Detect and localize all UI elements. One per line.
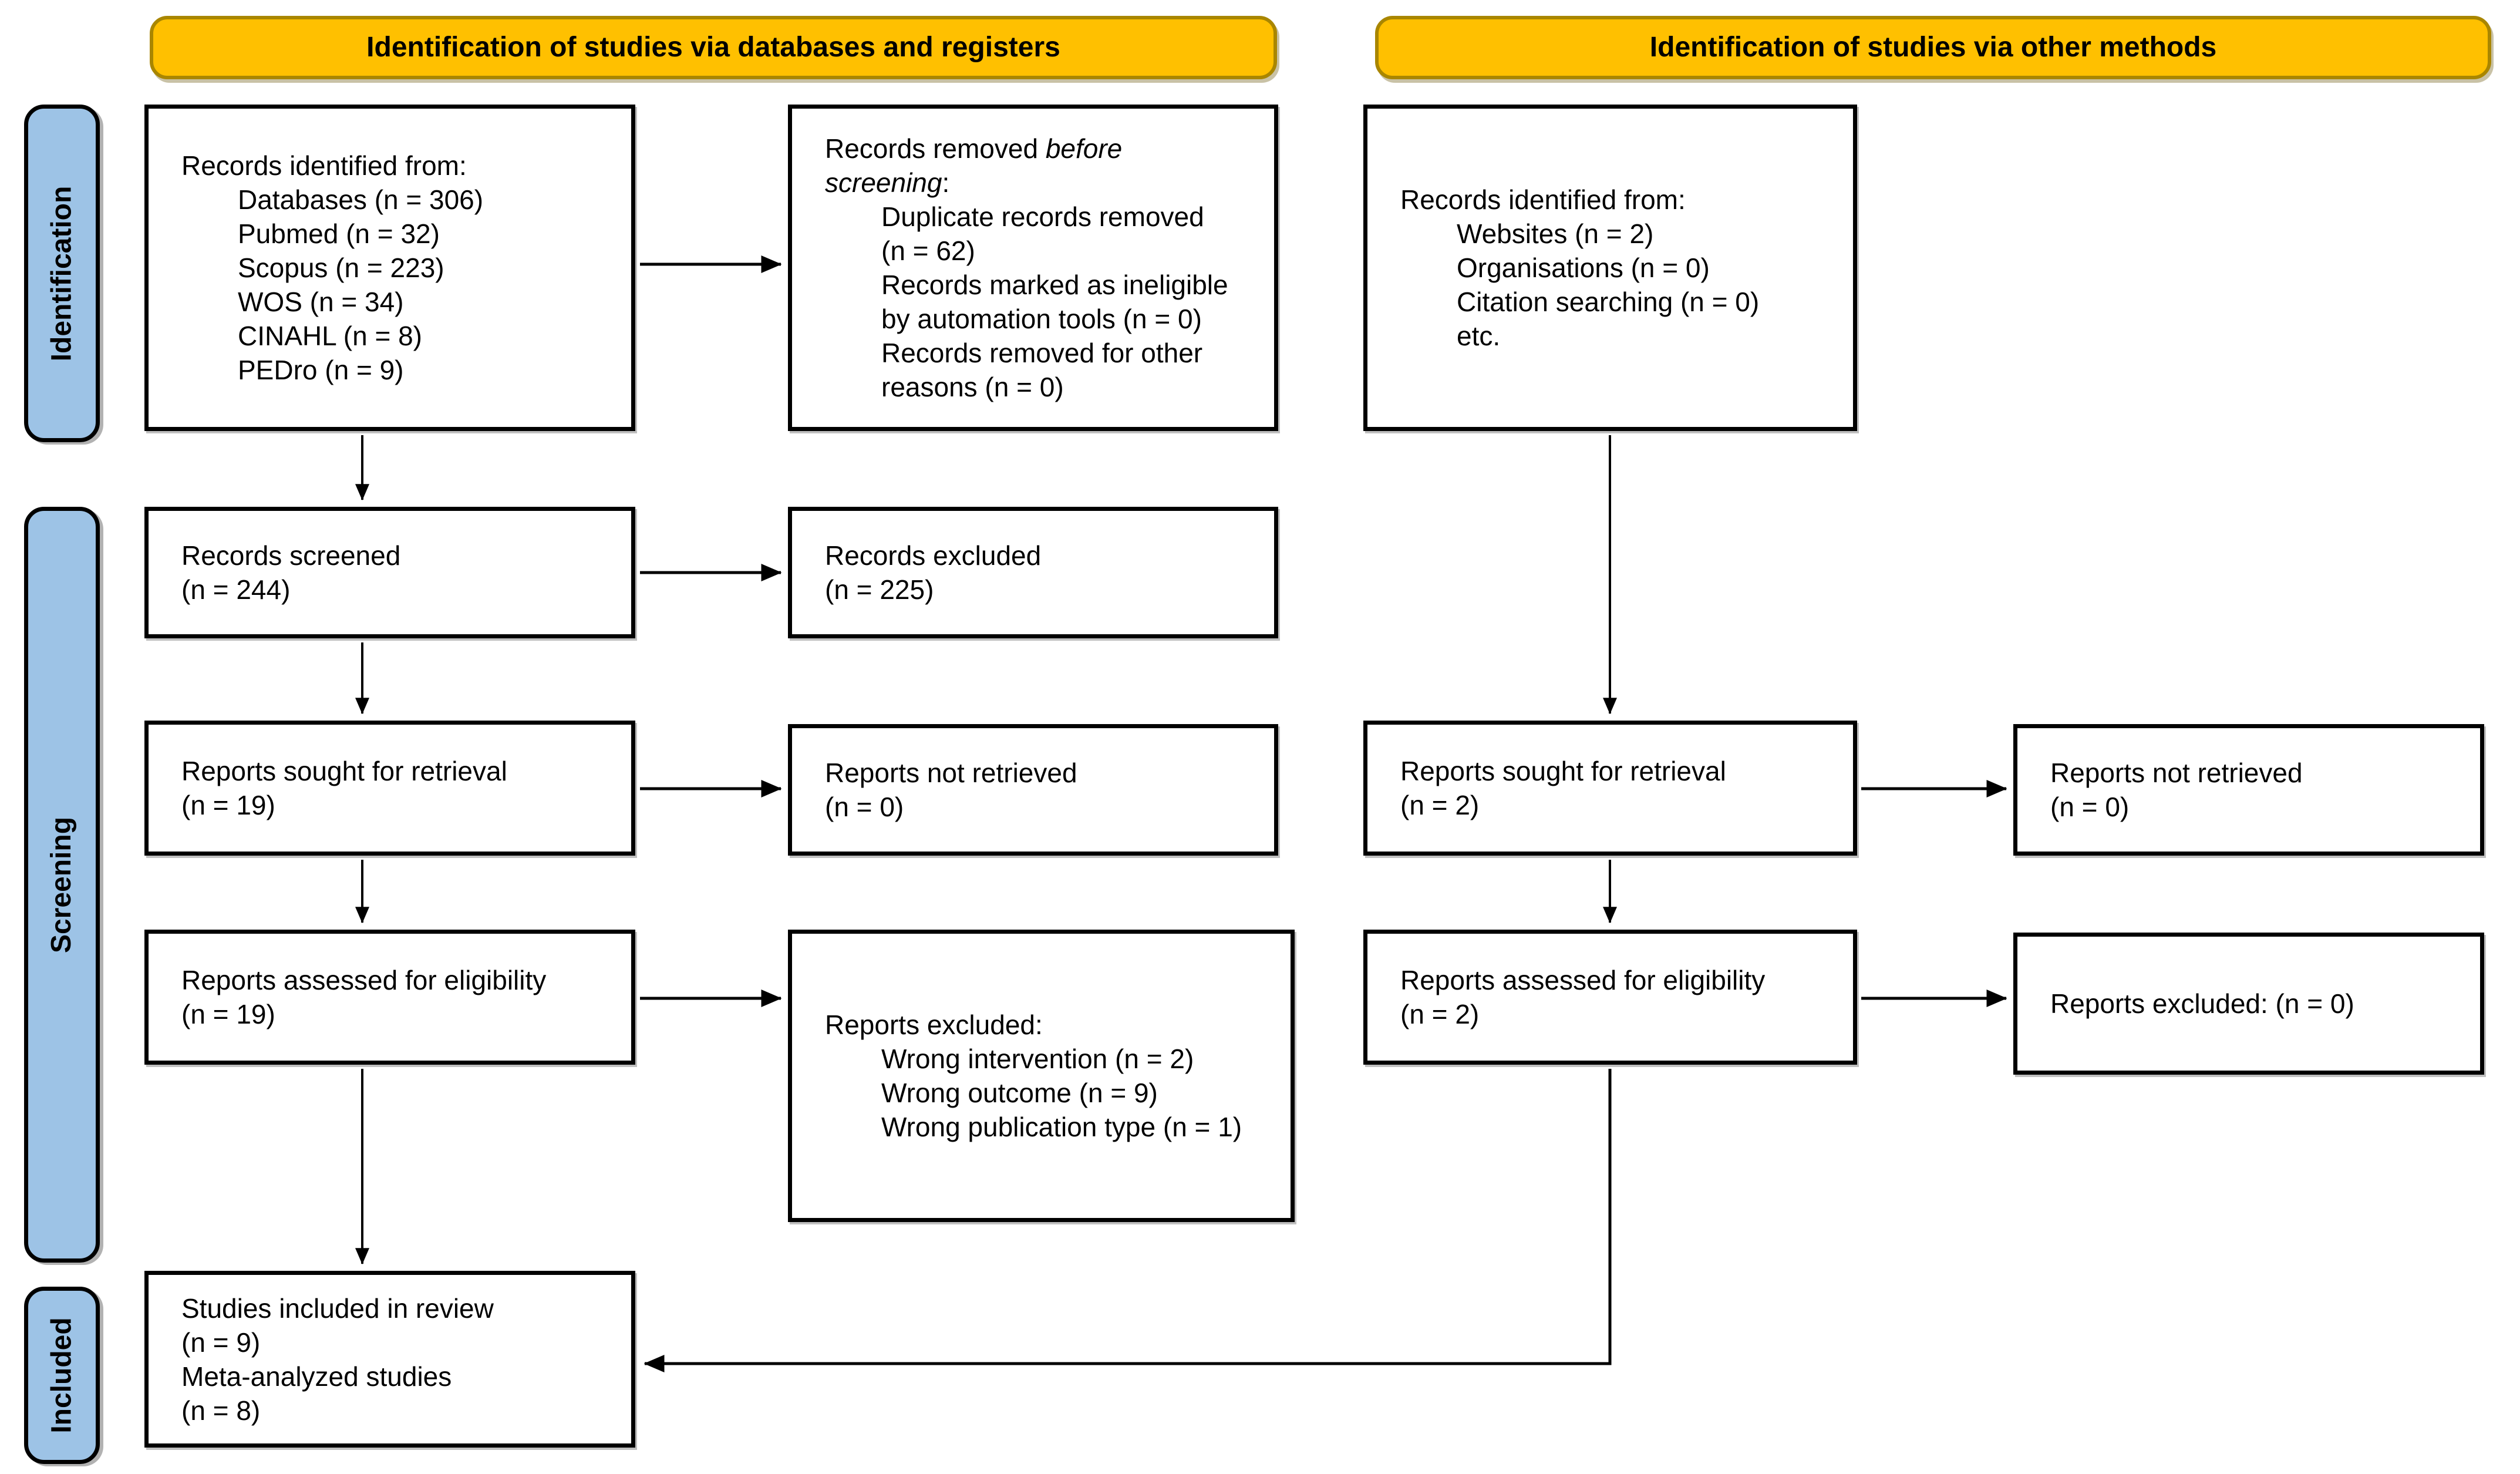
box-line: Reports not retrieved bbox=[825, 758, 1077, 788]
box-item: CINAHL (n = 8) bbox=[238, 321, 423, 351]
box-title: screening: bbox=[825, 167, 950, 198]
box-reports-sought-other: Reports sought for retrieval (n = 2) bbox=[1363, 721, 1857, 856]
box-item: (n = 62) bbox=[881, 235, 975, 266]
box-records-screened: Records screened (n = 244) bbox=[144, 507, 635, 638]
box-title: Records removed before bbox=[825, 133, 1123, 164]
box-reports-not-retrieved-databases: Reports not retrieved (n = 0) bbox=[788, 724, 1278, 856]
box-line: (n = 19) bbox=[181, 790, 275, 820]
box-line: (n = 19) bbox=[181, 999, 275, 1029]
box-line: Records screened bbox=[181, 540, 401, 571]
banner-databases-registers-label: Identification of studies via databases … bbox=[366, 32, 1060, 63]
box-line: Reports sought for retrieval bbox=[181, 756, 507, 786]
box-records-identified-databases: Records identified from: Databases (n = … bbox=[144, 105, 635, 431]
banner-databases-registers: Identification of studies via databases … bbox=[150, 16, 1277, 79]
box-item: Citation searching (n = 0) bbox=[1457, 287, 1760, 317]
stage-included: Included bbox=[24, 1287, 100, 1464]
banner-other-methods: Identification of studies via other meth… bbox=[1375, 16, 2491, 79]
box-line: (n = 0) bbox=[825, 792, 904, 822]
box-reports-assessed-databases: Reports assessed for eligibility (n = 19… bbox=[144, 930, 635, 1065]
stage-screening: Screening bbox=[24, 507, 100, 1263]
box-reports-sought-databases: Reports sought for retrieval (n = 19) bbox=[144, 721, 635, 856]
box-line: (n = 2) bbox=[1400, 999, 1480, 1029]
box-records-excluded: Records excluded (n = 225) bbox=[788, 507, 1278, 638]
box-item: Wrong outcome (n = 9) bbox=[881, 1078, 1158, 1108]
box-item: Records marked as ineligible bbox=[881, 270, 1228, 300]
stage-identification-label: Identification bbox=[46, 186, 78, 361]
box-item: Scopus (n = 223) bbox=[238, 253, 444, 283]
box-item: etc. bbox=[1457, 321, 1501, 351]
box-item: Wrong intervention (n = 2) bbox=[881, 1044, 1194, 1074]
box-line: (n = 0) bbox=[2050, 792, 2130, 822]
box-title: Reports excluded: bbox=[825, 1009, 1043, 1040]
box-line: (n = 8) bbox=[181, 1395, 261, 1426]
box-reports-assessed-other: Reports assessed for eligibility (n = 2) bbox=[1363, 930, 1857, 1065]
box-title: Records identified from: bbox=[181, 150, 467, 181]
stage-screening-label: Screening bbox=[46, 816, 78, 953]
stage-included-label: Included bbox=[46, 1317, 78, 1433]
banner-other-methods-label: Identification of studies via other meth… bbox=[1649, 32, 2217, 63]
box-line: (n = 9) bbox=[181, 1327, 261, 1358]
box-item: reasons (n = 0) bbox=[881, 372, 1064, 402]
box-line: Reports assessed for eligibility bbox=[181, 965, 547, 995]
box-reports-not-retrieved-other: Reports not retrieved (n = 0) bbox=[2013, 724, 2484, 856]
box-item: Websites (n = 2) bbox=[1457, 218, 1654, 249]
box-title: Records identified from: bbox=[1400, 184, 1686, 215]
box-line: Reports not retrieved bbox=[2050, 758, 2303, 788]
box-reports-excluded-reasons: Reports excluded: Wrong intervention (n … bbox=[788, 930, 1295, 1222]
box-item: Databases (n = 306) bbox=[238, 184, 484, 215]
box-line: Reports sought for retrieval bbox=[1400, 756, 1726, 786]
box-reports-excluded-other: Reports excluded: (n = 0) bbox=[2013, 933, 2484, 1075]
box-line: Reports excluded: (n = 0) bbox=[2050, 988, 2354, 1019]
stage-identification: Identification bbox=[24, 105, 100, 442]
box-item: Records removed for other bbox=[881, 338, 1203, 368]
box-item: by automation tools (n = 0) bbox=[881, 304, 1202, 334]
box-studies-included: Studies included in review (n = 9) Meta-… bbox=[144, 1271, 635, 1448]
box-line: Reports assessed for eligibility bbox=[1400, 965, 1766, 995]
box-line: (n = 2) bbox=[1400, 790, 1480, 820]
box-line: Records excluded bbox=[825, 540, 1042, 571]
box-item: Pubmed (n = 32) bbox=[238, 218, 440, 249]
box-item: Duplicate records removed bbox=[881, 201, 1204, 232]
box-item: PEDro (n = 9) bbox=[238, 355, 404, 385]
box-item: WOS (n = 34) bbox=[238, 287, 404, 317]
box-line: Studies included in review bbox=[181, 1293, 494, 1324]
box-line: (n = 244) bbox=[181, 574, 291, 605]
box-item: Organisations (n = 0) bbox=[1457, 253, 1710, 283]
box-line: (n = 225) bbox=[825, 574, 934, 605]
box-line: Meta-analyzed studies bbox=[181, 1361, 452, 1392]
box-records-removed-before-screening: Records removed before screening: Duplic… bbox=[788, 105, 1278, 431]
box-records-identified-other: Records identified from: Websites (n = 2… bbox=[1363, 105, 1857, 431]
box-item: Wrong publication type (n = 1) bbox=[881, 1112, 1242, 1142]
